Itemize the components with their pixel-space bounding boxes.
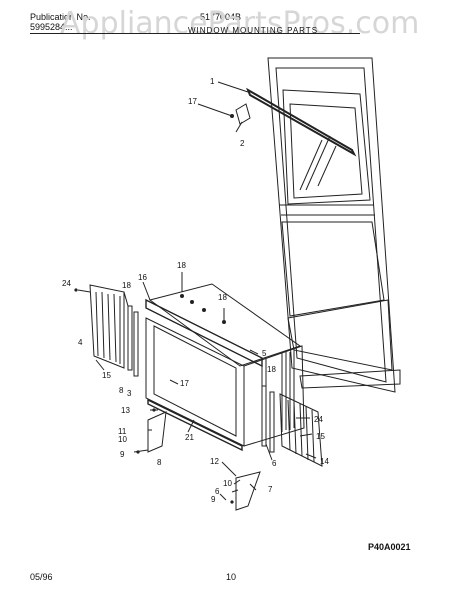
callout-4: 4 bbox=[78, 338, 83, 347]
upper-sash bbox=[282, 89, 371, 205]
top-rail bbox=[145, 298, 263, 368]
callout-11: 11 bbox=[118, 427, 127, 436]
callout-16: 16 bbox=[138, 273, 147, 282]
mounting-bracket bbox=[235, 103, 251, 125]
callout-9-bottom: 9 bbox=[211, 495, 216, 504]
callout-18-left: 18 bbox=[122, 281, 131, 290]
cabinet-side bbox=[243, 345, 305, 447]
callout-24-left: 24 bbox=[62, 279, 71, 288]
left-panel-strip bbox=[133, 311, 139, 377]
callout-17: 17 bbox=[188, 97, 197, 106]
callout-15-right: 15 bbox=[316, 432, 325, 441]
callout-10-bottom: 10 bbox=[223, 479, 232, 488]
callout-17-cab: 17 bbox=[180, 379, 189, 388]
callout-6-bottom: 6 bbox=[215, 487, 220, 496]
top-filler-strip bbox=[245, 87, 357, 157]
callout-13: 13 bbox=[121, 406, 130, 415]
footer-page-number: 10 bbox=[226, 572, 237, 582]
callout-12: 12 bbox=[210, 457, 219, 466]
callout-15-left: 15 bbox=[102, 371, 111, 380]
callout-8-left: 8 bbox=[119, 386, 124, 395]
lower-sash bbox=[281, 221, 385, 317]
footer-date: 05/96 bbox=[30, 572, 53, 582]
callout-6-right: 6 bbox=[272, 459, 277, 468]
header-rule bbox=[30, 33, 360, 34]
callout-10-left: 10 bbox=[118, 435, 127, 444]
callout-7: 7 bbox=[268, 485, 273, 494]
callout-18-top: 18 bbox=[177, 261, 186, 270]
left-accordion-panel bbox=[89, 284, 125, 369]
callout-2: 2 bbox=[240, 139, 245, 148]
callout-24-right: 24 bbox=[314, 415, 323, 424]
callout-18-right: 18 bbox=[267, 365, 276, 374]
section-title: WINDOW MOUNTING PARTS bbox=[188, 26, 319, 35]
right-support-bracket bbox=[235, 471, 261, 511]
callout-1: 1 bbox=[210, 77, 215, 86]
callout-5: 5 bbox=[262, 349, 267, 358]
left-panel-channel bbox=[127, 305, 133, 371]
right-accordion-panel bbox=[279, 393, 323, 467]
cabinet-top bbox=[148, 283, 302, 367]
callout-3-left: 3 bbox=[127, 389, 132, 398]
window-outer-frame bbox=[267, 57, 396, 393]
figure-code: P40A0021 bbox=[368, 542, 411, 552]
sill-ledge bbox=[299, 369, 401, 389]
window-inner-frame bbox=[275, 67, 387, 383]
callout-18-mid: 18 bbox=[218, 293, 227, 302]
bottom-rail bbox=[147, 398, 243, 452]
callout-8-bottom: 8 bbox=[157, 458, 162, 467]
callout-9-left: 9 bbox=[120, 450, 125, 459]
watermark: AppliancePartsPros.com bbox=[60, 6, 420, 41]
model-number: 5177004B bbox=[200, 12, 242, 22]
right-panel-channel bbox=[261, 385, 267, 447]
publication-label: Publication No. bbox=[30, 12, 91, 22]
left-support-bracket bbox=[147, 411, 167, 453]
cabinet-front-opening bbox=[153, 325, 237, 437]
upper-glass bbox=[289, 103, 363, 199]
callout-14: 14 bbox=[320, 457, 329, 466]
callout-21: 21 bbox=[185, 433, 194, 442]
right-panel-strip bbox=[269, 391, 275, 453]
publication-number: 5995284... bbox=[30, 22, 73, 32]
